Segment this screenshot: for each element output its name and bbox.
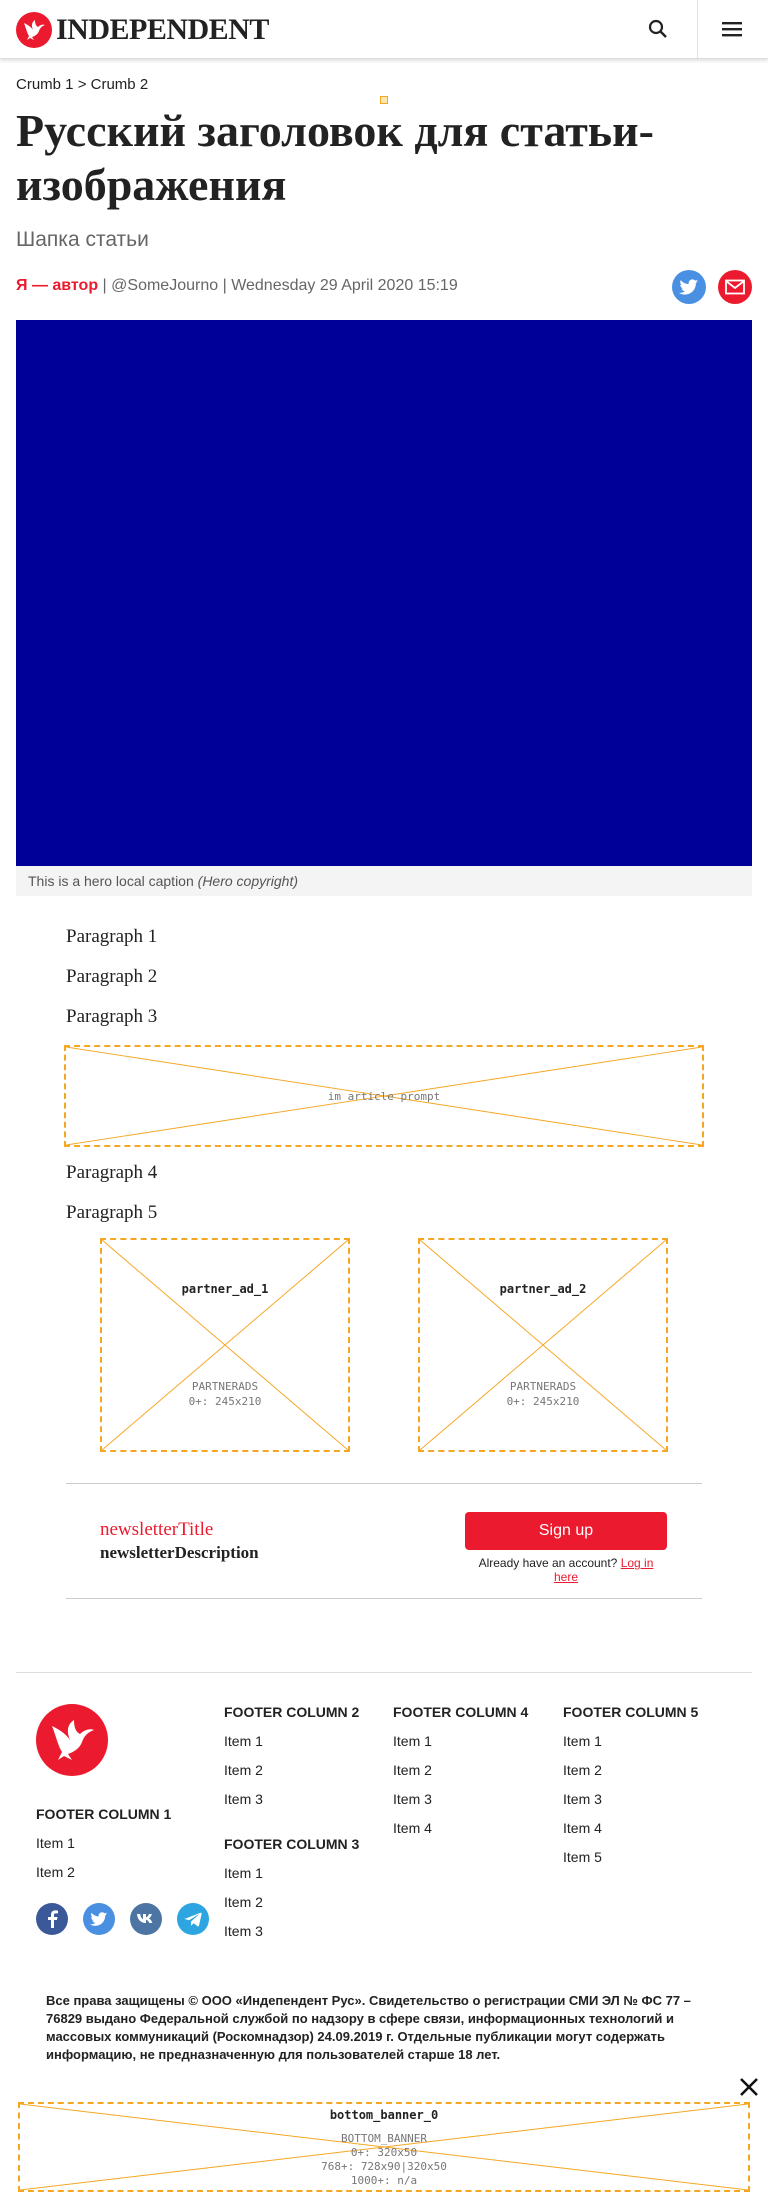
footer-link[interactable]: Item 2 [563, 1762, 602, 1778]
ad-name: partner_ad_1 [181, 1282, 269, 1296]
telegram-button[interactable] [177, 1903, 209, 1935]
footer-link[interactable]: Item 1 [36, 1835, 75, 1851]
share-twitter-button[interactable] [672, 270, 706, 304]
article-paragraph: Paragraph 1 [66, 926, 158, 947]
breadcrumb-item[interactable]: Crumb 2 [90, 76, 149, 93]
footer-link[interactable]: Item 1 [224, 1865, 263, 1881]
in-article-ad[interactable]: im article prompt [64, 1045, 704, 1147]
breadcrumb-separator: > [77, 76, 87, 93]
caption-copyright: (Hero copyright) [197, 873, 299, 889]
breadcrumb: Crumb 1 > Crumb 2 [16, 76, 148, 93]
twitter-icon [90, 1911, 108, 1926]
footer-link[interactable]: Item 3 [224, 1791, 263, 1807]
ad-type: PARTNERADS [191, 1380, 259, 1393]
caption-text: This is a hero local caption [28, 873, 194, 889]
ad-size: 0+: 245x210 [506, 1395, 580, 1408]
footer-link[interactable]: Item 5 [563, 1849, 602, 1865]
facebook-button[interactable] [36, 1903, 68, 1935]
partner-ad-2[interactable]: partner_ad_2 PARTNERADS 0+: 245x210 [418, 1238, 668, 1452]
twitter-icon [679, 278, 699, 295]
vk-button[interactable] [130, 1903, 162, 1935]
footer-link[interactable]: Item 1 [393, 1733, 432, 1749]
byline: Я — автор | @SomeJourno | Wednesday 29 A… [16, 277, 458, 295]
ad-size: 0+: 245x210 [188, 1395, 262, 1408]
ad-name: partner_ad_2 [499, 1282, 587, 1296]
search-button[interactable] [624, 0, 692, 58]
login-prompt: Already have an account? [478, 1556, 618, 1570]
mail-icon [725, 279, 745, 295]
hero-image [16, 320, 752, 866]
legal-notice: Все права защищены © ООО «Индепендент Ру… [46, 1993, 691, 2062]
twitter-button[interactable] [83, 1903, 115, 1935]
bottom-banner-ad[interactable]: bottom_banner_0 BOTTOM_BANNER 0+: 320x50… [18, 2102, 750, 2192]
telegram-icon [184, 1912, 202, 1926]
newsletter-login: Already have an account? Log in here [465, 1556, 667, 1584]
footer-link[interactable]: Item 2 [224, 1762, 263, 1778]
brand-name: INDEPENDENT [56, 13, 269, 46]
divider [66, 1483, 702, 1484]
footer-link[interactable]: Item 1 [563, 1733, 602, 1749]
newsletter-signup-button[interactable]: Sign up [465, 1512, 667, 1550]
site-header: INDEPENDENT [0, 0, 768, 59]
footer-link[interactable]: Item 4 [563, 1820, 602, 1836]
facebook-icon [48, 1910, 58, 1928]
ad-label: im article prompt [327, 1090, 441, 1103]
footer-link[interactable]: Item 3 [393, 1791, 432, 1807]
eagle-icon [16, 12, 52, 48]
ad-marker [380, 96, 388, 104]
partner-ad-1[interactable]: partner_ad_1 PARTNERADS 0+: 245x210 [100, 1238, 350, 1452]
ad-type: BOTTOM_BANNER [340, 2132, 428, 2145]
twitter-handle[interactable]: @SomeJourno [111, 277, 219, 294]
newsletter-description: newsletterDescription [100, 1543, 259, 1562]
publish-date: Wednesday 29 April 2020 15:19 [231, 277, 458, 294]
footer-link[interactable]: Item 3 [563, 1791, 602, 1807]
menu-button[interactable] [697, 0, 765, 58]
footer-column-title: FOOTER COLUMN 3 [224, 1836, 360, 1852]
ad-size: 0+: 320x50 [350, 2146, 418, 2159]
footer-link[interactable]: Item 1 [224, 1733, 263, 1749]
close-banner-button[interactable] [730, 2072, 768, 2102]
footer-link[interactable]: Item 2 [36, 1864, 75, 1880]
article-title: Русский заголовок для статьи-изображения [16, 105, 654, 210]
footer-column-title: FOOTER COLUMN 1 [36, 1806, 172, 1822]
article-paragraph: Paragraph 3 [66, 1006, 158, 1027]
article-paragraph: Paragraph 4 [66, 1162, 158, 1183]
byline-separator: | [102, 277, 112, 294]
site-logo[interactable]: INDEPENDENT [16, 12, 269, 48]
hamburger-menu-icon [721, 22, 742, 37]
author-link[interactable]: Я — автор [16, 277, 99, 294]
footer-link[interactable]: Item 2 [224, 1894, 263, 1910]
footer-logo[interactable] [36, 1704, 108, 1776]
ad-size: 768+: 728x90|320x50 [321, 2160, 447, 2173]
ad-type: PARTNERADS [509, 1380, 577, 1393]
newsletter-title: newsletterTitle [100, 1519, 214, 1540]
share-email-button[interactable] [718, 270, 752, 304]
ad-name: bottom_banner_0 [329, 2108, 439, 2122]
close-icon [740, 2078, 758, 2096]
ad-size: 1000+: n/a [350, 2174, 418, 2187]
login-link[interactable]: Log in here [553, 1556, 654, 1584]
article-paragraph: Paragraph 2 [66, 966, 158, 987]
footer-column-title: FOOTER COLUMN 2 [224, 1704, 360, 1720]
divider [66, 1598, 702, 1599]
search-icon [648, 19, 667, 38]
footer-column-title: FOOTER COLUMN 4 [393, 1704, 529, 1720]
hero-caption: This is a hero local caption (Hero copyr… [16, 866, 752, 896]
footer-column-title: FOOTER COLUMN 5 [563, 1704, 699, 1720]
article-standfirst: Шапка статьи [16, 228, 149, 251]
footer-link[interactable]: Item 2 [393, 1762, 432, 1778]
article-paragraph: Paragraph 5 [66, 1202, 158, 1223]
byline-separator: | [222, 277, 232, 294]
breadcrumb-item[interactable]: Crumb 1 [16, 76, 74, 93]
footer-divider [16, 1672, 752, 1673]
eagle-icon [52, 1720, 94, 1760]
footer-link[interactable]: Item 3 [224, 1923, 263, 1939]
footer-link[interactable]: Item 4 [393, 1820, 432, 1836]
vk-icon [137, 1914, 153, 1923]
